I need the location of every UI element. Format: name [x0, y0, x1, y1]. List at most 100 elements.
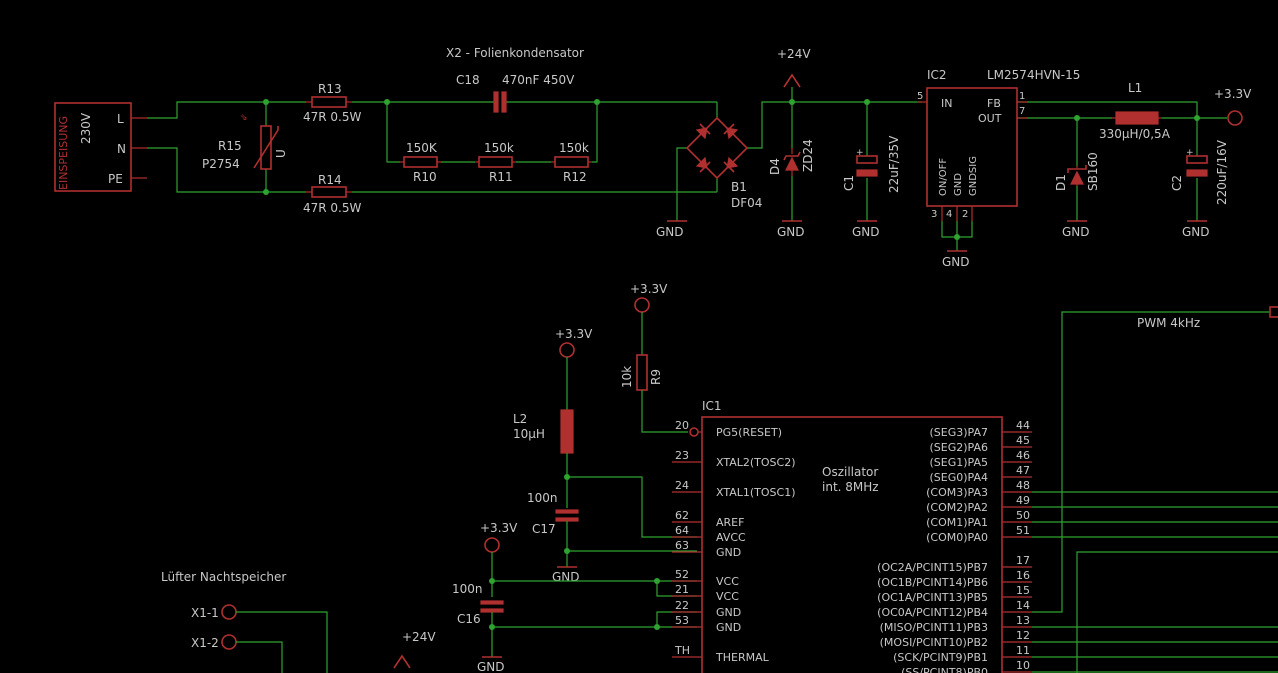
ic1-pin-label: XTAL1(TOSC1): [716, 486, 795, 499]
ic2-name: IC2: [927, 68, 947, 82]
r9-value: 10k: [620, 366, 634, 388]
ic1-oscillator-line1: Oszillator: [822, 465, 878, 479]
wires-top: [147, 87, 1227, 251]
ic1-pin-number: 16: [1016, 569, 1030, 582]
fan-title: Lüfter Nachtspeicher: [161, 570, 286, 584]
light-icon: ⇘: [240, 113, 248, 123]
x1-pin-1: X1-1: [191, 606, 219, 620]
gnd-label: GND: [552, 570, 580, 584]
ic2-num-3: 3: [931, 209, 937, 220]
connector-pin-n: N: [117, 142, 126, 156]
inductor-l2[interactable]: L2 10µH: [513, 409, 697, 538]
supply-3v3-label: +3.3V: [1214, 87, 1252, 101]
c2-value: 220uF/16V: [1215, 139, 1229, 205]
supply-24v-bottom: +24V: [393, 630, 436, 669]
capacitor-c18[interactable]: C18 470nF 450V: [456, 73, 575, 113]
r11-name: R11: [489, 170, 513, 184]
ic2-num-4: 4: [946, 209, 952, 220]
supply-24v-top: +24V: [777, 47, 811, 88]
gnd-label: GND: [777, 225, 805, 239]
ic1-pin-number: 13: [1016, 614, 1030, 627]
ic1-pin-label: (SEG2)PA6: [930, 441, 989, 454]
supply-3v3-top: +3.3V: [1214, 87, 1252, 126]
l2-name: L2: [513, 412, 527, 426]
capacitor-c16[interactable]: 100n C16 GND: [452, 578, 697, 673]
resistor-r15[interactable]: ⇘ U R15 P2754: [202, 113, 288, 171]
resistor-r10[interactable]: 150K R10: [400, 141, 441, 184]
ic2-pin-onoff: ON/OFF: [938, 158, 949, 196]
ic1-pin-label: (SS/PCINT8)PB0: [901, 666, 988, 673]
ic1-pin-label: (OC2A/PCINT15)PB7: [877, 561, 988, 574]
ic1-oscillator-line2: int. 8MHz: [822, 480, 879, 494]
ic1-pin-number: 47: [1016, 464, 1030, 477]
pwm-net[interactable]: PWM 4kHz: [1032, 306, 1278, 613]
c1-name: C1: [842, 175, 856, 191]
gnd-label: GND: [852, 225, 880, 239]
c1-polarity: +: [856, 148, 864, 158]
ic1-pin-number: 24: [675, 479, 689, 492]
gnd-label: GND: [942, 255, 970, 269]
ic1-pin-number: 53: [675, 614, 689, 627]
d4-value: ZD24: [801, 139, 815, 172]
ic1-pin-label: GND: [716, 546, 741, 559]
ic1-pin-number: 52: [675, 568, 689, 581]
ic2-pin-in: IN: [941, 97, 952, 110]
ic1-pin-label: (OC0A/PCINT12)PB4: [877, 606, 988, 619]
resistor-r12[interactable]: 150k R12: [551, 141, 592, 184]
resistor-r14[interactable]: R14 47R 0.5W: [303, 173, 362, 215]
supply-24v-label: +24V: [402, 630, 436, 644]
regulator-ic2[interactable]: IC2 LM2574HVN-15 IN FB OUT ON/OFF GND GN…: [917, 68, 1080, 221]
r14-value: 47R 0.5W: [303, 201, 362, 215]
ic1-pin-number: 50: [1016, 509, 1030, 522]
bridge-rectifier-b1[interactable]: B1 DF04: [685, 116, 762, 210]
inductor-l1[interactable]: L1 330µH/0,5A: [1099, 81, 1171, 141]
resistor-r9[interactable]: 10k R9: [620, 354, 688, 433]
ic1-pin-label: VCC: [716, 575, 739, 588]
r12-name: R12: [563, 170, 587, 184]
d4-name: D4: [768, 158, 782, 175]
ic2-pin-gnd: GND: [953, 173, 964, 196]
fan-connector[interactable]: Lüfter Nachtspeicher X1-1 X1-2: [161, 570, 328, 673]
ic1-pin-label: GND: [716, 606, 741, 619]
l1-value: 330µH/0,5A: [1099, 127, 1171, 141]
connector-pin-l: L: [117, 112, 124, 126]
r13-name: R13: [318, 82, 342, 96]
r10-name: R10: [413, 170, 437, 184]
ic2-pin-fb: FB: [987, 97, 1001, 110]
zener-d4[interactable]: D4 ZD24: [768, 139, 815, 176]
c2-name: C2: [1170, 175, 1184, 191]
ic1-pin-label: (SEG0)PA4: [930, 471, 989, 484]
schottky-d1[interactable]: D1 SB160: [1054, 152, 1100, 191]
ic1-pin-label: AREF: [716, 516, 744, 529]
ic1-pin-label: VCC: [716, 590, 739, 603]
ic1-pin-number: 48: [1016, 479, 1030, 492]
ic1-pin-label: (SEG3)PA7: [930, 426, 989, 439]
c18-value: 470nF 450V: [502, 73, 575, 87]
capacitor-c1[interactable]: + C1 22uF/35V: [842, 135, 901, 193]
supply-3v3-r9: +3.3V: [630, 282, 668, 355]
bus-wires-right: [1032, 491, 1278, 673]
ic1-pin-number: 22: [675, 599, 689, 612]
pwm-label: PWM 4kHz: [1137, 316, 1200, 330]
power-connector[interactable]: EINSPEISUNG 230V L N PE: [54, 102, 147, 192]
c17-value: 100n: [527, 491, 558, 505]
microcontroller-ic1[interactable]: IC1 Oszillator int. 8MHz 20PG5(RESET)23X…: [672, 399, 1032, 673]
ic1-pin-number: 64: [675, 524, 689, 537]
ic1-pin-number: 14: [1016, 599, 1030, 612]
ic1-pin-label: (OC1A/PCINT13)PB5: [877, 591, 988, 604]
ic1-pin-number: 20: [675, 419, 689, 432]
ic1-name: IC1: [702, 399, 722, 413]
ic2-num-in: 5: [917, 91, 923, 102]
supply-3v3-label: +3.3V: [630, 282, 668, 296]
ic2-value: LM2574HVN-15: [987, 68, 1080, 82]
ic1-pin-number: TH: [674, 644, 690, 657]
gnd-label: GND: [1182, 225, 1210, 239]
gnd-label: GND: [477, 660, 505, 673]
resistor-r11[interactable]: 150k R11: [475, 141, 516, 184]
capacitor-c2[interactable]: + C2 220uF/16V: [1170, 139, 1229, 205]
resistor-r13[interactable]: R13 47R 0.5W: [303, 82, 362, 124]
supply-3v3-label: +3.3V: [555, 327, 593, 341]
supply-3v3-c16: +3.3V: [480, 521, 518, 597]
b1-name: B1: [731, 180, 747, 194]
